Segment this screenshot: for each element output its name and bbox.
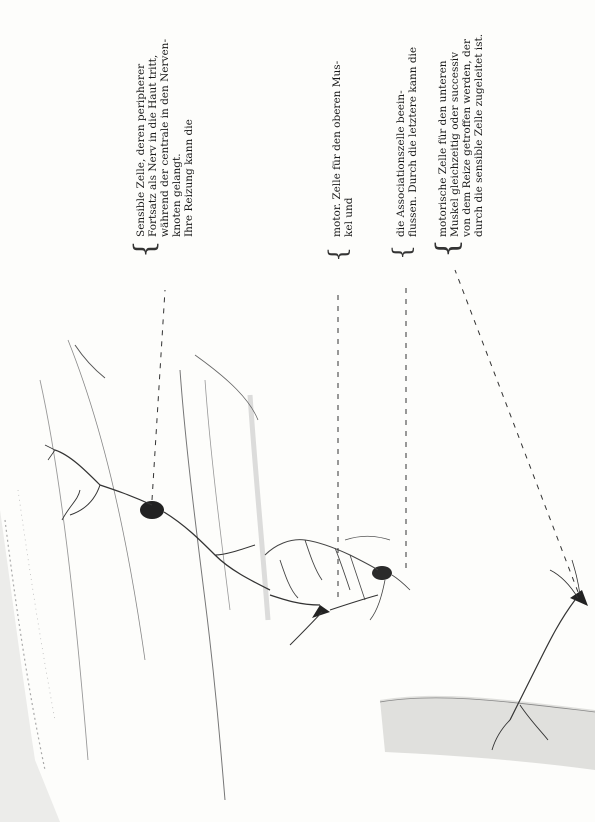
brace-motor-lower: {	[430, 239, 465, 258]
spinal-cord-outline	[75, 345, 268, 800]
annotation-sensory-line-3: während der centrale in den Nerven-	[159, 39, 171, 237]
annotation-sensory-line-4: knoten gelangt.	[171, 153, 183, 237]
annotation-motor-lower-line-3: von dem Reize getroffen werden, der	[461, 39, 473, 237]
motor-neuron-upper	[270, 595, 378, 645]
annotation-motor-upper-line-1: motor. Zelle für den oberen Mus-	[331, 61, 343, 237]
annotation-motor-lower-line-1: motorische Zelle für den unteren	[437, 60, 449, 237]
annotation-motor-lower-line-4: durch die sensible Zelle zugeleitet ist.	[473, 34, 485, 237]
leader-lines	[152, 270, 578, 597]
brace-motor-upper: {	[324, 247, 352, 262]
annotation-association-line-2: flussen. Durch die letztere kann die	[407, 47, 419, 237]
annotation-motor-lower-line-2: Muskel gleichzeitig oder successiv	[449, 52, 461, 237]
skin-layer	[0, 340, 145, 822]
annotation-association-line-1: die Associationszelle beein-	[395, 90, 407, 237]
annotation-sensory-line-1: Sensible Zelle, deren peripherer	[135, 64, 147, 237]
brace-association: {	[388, 245, 416, 260]
annotation-sensory-line-2: Fortsatz als Nerv in die Haut tritt,	[147, 55, 159, 237]
annotation-sensory-line-5: Ihre Reizung kann die	[183, 119, 195, 237]
annotation-motor-upper-line-2: kel und	[343, 197, 355, 237]
grey-matter-region	[380, 696, 595, 770]
sensory-neuron	[45, 445, 270, 590]
brace-sensory: {	[128, 240, 161, 258]
